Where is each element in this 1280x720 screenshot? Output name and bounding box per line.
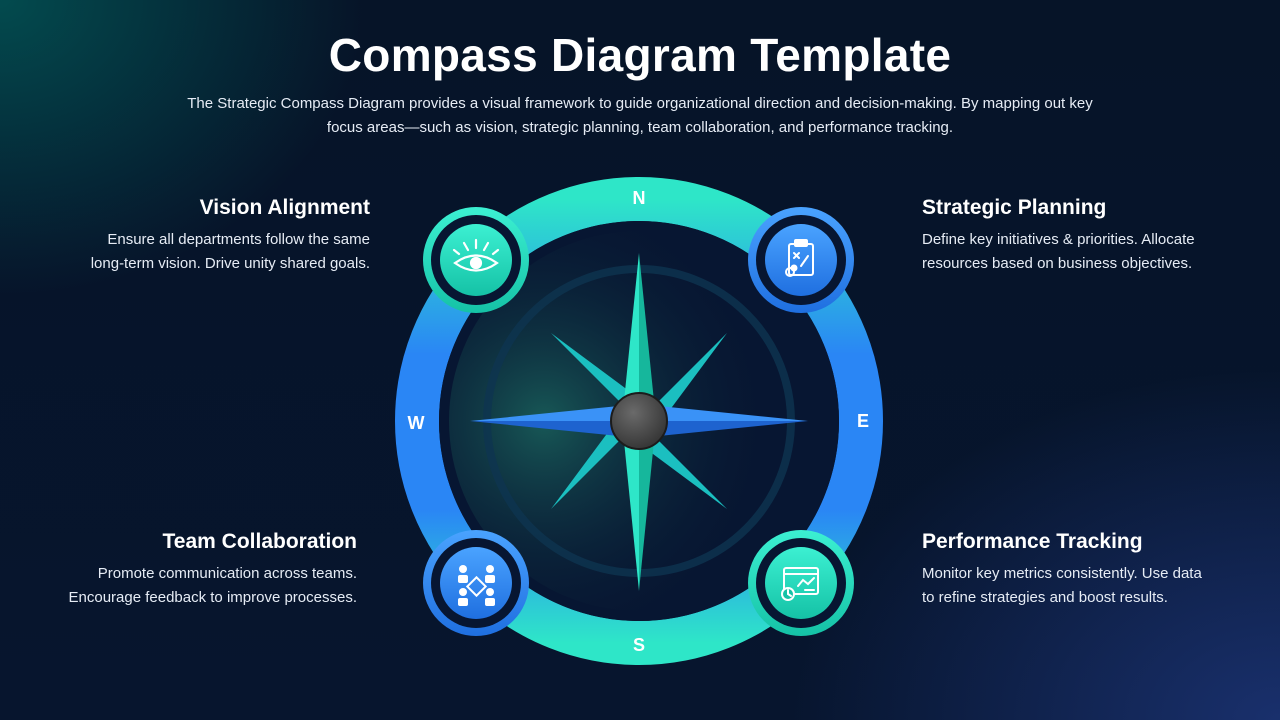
compass-outer-ring — [395, 177, 883, 665]
compass-hub — [610, 392, 668, 450]
clipboard-plan-icon — [785, 239, 814, 277]
dashboard-chart-icon — [781, 567, 819, 601]
strategic-planning-section: Strategic Planning Define key initiative… — [922, 196, 1252, 276]
direction-west-label: W — [408, 413, 425, 433]
direction-north-label: N — [633, 188, 646, 208]
team-collaboration-text: Promote communication across teams. Enco… — [27, 562, 358, 610]
star-point-n — [622, 253, 639, 421]
subtitle-line-2: focus areas—such as vision, strategic pl… — [326, 119, 954, 136]
page-title: Compass Diagram Template — [328, 29, 952, 81]
team-people-icon — [458, 565, 495, 606]
star-point-e-shade — [639, 421, 808, 438]
performance-tracking-heading: Performance Tracking — [922, 530, 1143, 553]
star-point-w-shade — [470, 421, 639, 438]
team-collaboration-heading: Team Collaboration — [162, 530, 357, 553]
team-collaboration-line-1: Promote communication across teams. — [97, 565, 357, 582]
direction-east-label: E — [857, 411, 869, 431]
compass-star-cardinal — [470, 253, 808, 591]
team-badge-inner — [440, 547, 512, 619]
star-point-n-shade — [639, 253, 656, 421]
star-point-s-shade — [639, 421, 656, 591]
strategic-planning-heading: Strategic Planning — [922, 196, 1107, 219]
direction-south-label: S — [633, 635, 645, 655]
strategic-planning-text: Define key initiatives & priorities. All… — [922, 228, 1252, 276]
vision-alignment-heading: Vision Alignment — [199, 196, 370, 219]
performance-tracking-section: Performance Tracking Monitor key metrics… — [922, 530, 1252, 610]
strategic-badge — [748, 207, 854, 313]
vision-alignment-text: Ensure all departments follow the same l… — [40, 228, 370, 276]
star-point-e — [639, 404, 808, 421]
performance-badge — [748, 530, 854, 636]
vision-alignment-line-1: Ensure all departments follow the same — [107, 231, 370, 248]
performance-tracking-line-2: to refine strategies and boost results. — [922, 589, 1168, 606]
star-point-s — [622, 421, 639, 591]
star-point-w — [470, 404, 639, 421]
strategic-badge-inner — [765, 224, 837, 296]
performance-tracking-line-1: Monitor key metrics consistently. Use da… — [922, 565, 1202, 582]
page-subtitle: The Strategic Compass Diagram provides a… — [160, 92, 1120, 140]
performance-tracking-text: Monitor key metrics consistently. Use da… — [922, 562, 1252, 610]
strategic-planning-line-2: resources based on business objectives. — [922, 255, 1193, 272]
team-collaboration-line-2: Encourage feedback to improve processes. — [68, 589, 358, 606]
vision-alignment-section: Vision Alignment Ensure all departments … — [40, 196, 370, 276]
subtitle-line-1: The Strategic Compass Diagram provides a… — [187, 95, 1093, 112]
team-collaboration-section: Team Collaboration Promote communication… — [27, 530, 358, 610]
vision-badge — [423, 207, 529, 313]
strategic-planning-line-1: Define key initiatives & priorities. All… — [922, 231, 1195, 248]
team-badge — [423, 530, 529, 636]
vision-alignment-line-2: long-term vision. Drive unity shared goa… — [90, 255, 370, 272]
eye-icon — [452, 238, 500, 272]
